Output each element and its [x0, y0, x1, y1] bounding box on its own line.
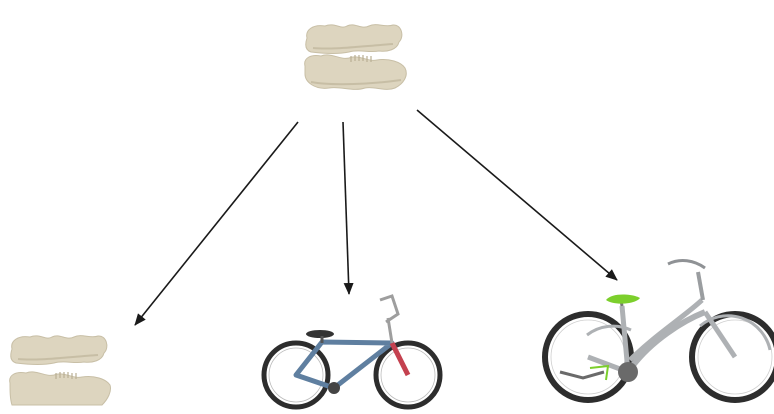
- source-grips-icon: [304, 24, 407, 90]
- arrow-to-grips: [134, 121, 299, 326]
- cruiser-bike-icon: [542, 259, 774, 403]
- arrow-to-cruiser: [416, 109, 618, 281]
- upper-grip: [305, 24, 403, 55]
- lower-grip: [304, 54, 407, 90]
- edges: [134, 109, 618, 326]
- arrow-to-bmx: [342, 121, 354, 295]
- bmx-bike-icon: [261, 294, 443, 410]
- target-grips-icon: [9, 335, 111, 406]
- cruiser-saddle: [606, 294, 640, 304]
